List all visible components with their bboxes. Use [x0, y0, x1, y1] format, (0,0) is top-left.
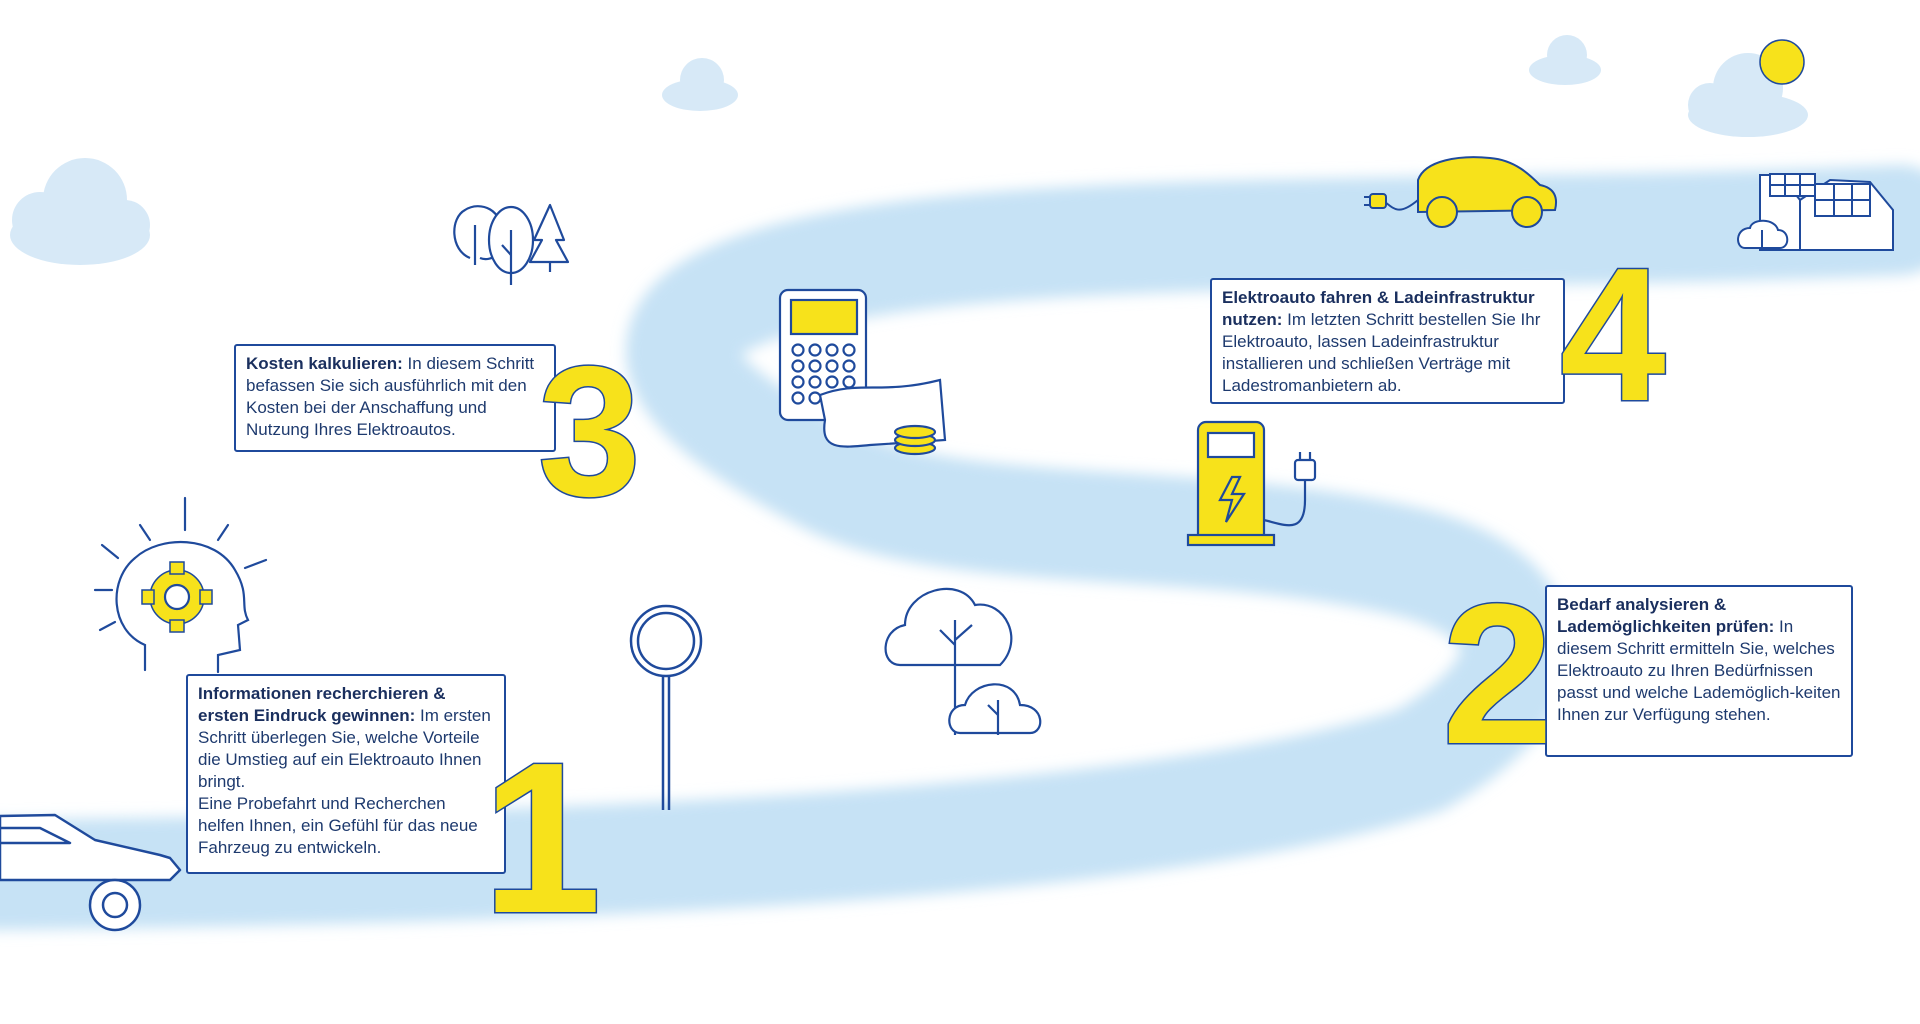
cloud-trees-icon: [884, 587, 1042, 735]
step-2-card: Bedarf analysieren & Lademöglichkeiten p…: [1545, 585, 1853, 757]
step-3-card: Kosten kalkulieren: In diesem Schritt be…: [234, 344, 556, 452]
cloud-left: [10, 158, 150, 265]
electric-car-icon: [1364, 156, 1558, 228]
solar-house-icon: [1737, 173, 1894, 251]
step-4-title: Elektroauto fahren & Ladeinfrastruktur n…: [1222, 288, 1535, 329]
head-gear-icon: [93, 496, 268, 674]
car-outline-icon: [0, 813, 182, 932]
step-2-number: 2: [1440, 563, 1554, 786]
step-4-number: 4: [1559, 229, 1668, 441]
step-1-card: Informationen recherchieren & ersten Ein…: [186, 674, 506, 874]
money-coins-icon: [818, 378, 947, 456]
step-3-text: In diesem Schritt befassen Sie sich ausf…: [246, 354, 535, 439]
step-4-text: Im letzten Schritt bestellen Sie Ihr Ele…: [1222, 310, 1541, 395]
step-1-number: 1: [481, 717, 604, 958]
step-4-card: Elektroauto fahren & Ladeinfrastruktur n…: [1210, 278, 1565, 404]
road-sign-icon: [629, 604, 703, 810]
road: [0, 165, 1920, 930]
step-1-text: Im ersten Schritt überlegen Sie, welche …: [198, 706, 491, 857]
charging-station-icon: [1186, 420, 1317, 547]
cloud-right-small: [1529, 35, 1601, 85]
step-2-text: In diesem Schritt ermitteln Sie, welches…: [1557, 617, 1841, 724]
step-2-title: Bedarf analysieren & Lademöglichkeiten p…: [1557, 595, 1775, 636]
sun-icon: [1759, 39, 1805, 85]
cloud-top: [662, 58, 738, 111]
step-3-number: 3: [537, 329, 643, 535]
trees-icon: [453, 203, 570, 285]
calculator-icon: [778, 288, 868, 422]
step-1-title: Informationen recherchieren & ersten Ein…: [198, 684, 446, 725]
step-3-title: Kosten kalkulieren:: [246, 354, 403, 373]
